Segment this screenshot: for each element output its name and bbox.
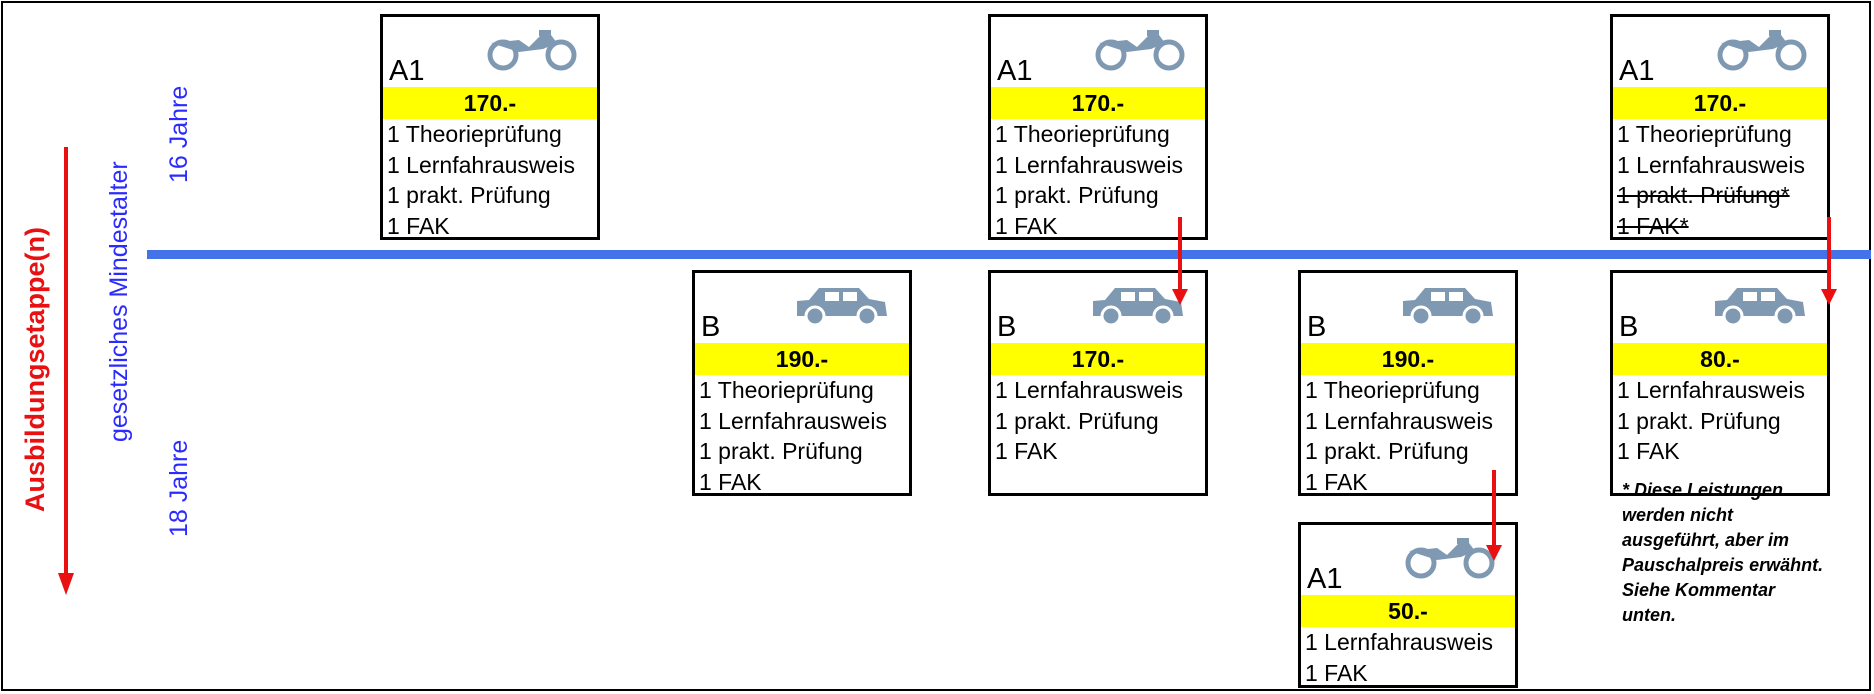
list-item: 1 Lernfahrausweis — [699, 407, 887, 434]
category-label: A1 — [1307, 563, 1343, 595]
item-list: 1 Theorieprüfung 1 Lernfahrausweis 1 prakt… — [995, 119, 1205, 241]
price-band: 170.- — [991, 343, 1205, 375]
motorcycle-icon — [1089, 27, 1189, 76]
list-item: 1 prakt. Prüfung — [995, 182, 1159, 208]
motorcycle-icon — [1711, 27, 1811, 76]
motorcycle-icon — [1399, 535, 1499, 584]
list-item: 1 Theorieprüfung — [1617, 121, 1792, 147]
list-item: 1 prakt. Prüfung — [387, 182, 551, 208]
list-item: 1 Lernfahrausweis — [1617, 151, 1805, 178]
age-divider-line — [147, 250, 1871, 259]
category-label: B — [997, 311, 1017, 343]
car-icon — [793, 283, 893, 332]
list-item: 1 Theorieprüfung — [699, 377, 874, 403]
item-list: 1 Lernfahrausweis 1 prakt. Prüfung 1 FAK — [995, 375, 1205, 467]
car-icon — [1711, 283, 1811, 332]
motorcycle-icon — [481, 27, 581, 76]
list-item: 1 FAK — [1305, 659, 1368, 686]
list-item: 1 Lernfahrausweis — [1305, 407, 1493, 434]
category-label: A1 — [1619, 55, 1655, 87]
price-band: 80.- — [1613, 343, 1827, 375]
price-band: 50.- — [1301, 595, 1515, 627]
list-item: 1 FAK — [1617, 438, 1680, 464]
list-item: 1 Theorieprüfung — [995, 121, 1170, 147]
item-list: 1 Theorieprüfung 1 Lernfahrausweis 1 prakt… — [699, 375, 909, 497]
category-label: A1 — [997, 55, 1033, 87]
price-band: 190.- — [695, 343, 909, 375]
car-icon — [1399, 283, 1499, 332]
list-item: 1 FAK* — [1617, 212, 1689, 239]
list-item: 1 prakt. Prüfung — [699, 438, 863, 464]
item-list: 1 Lernfahrausweis 1 FAK — [1305, 627, 1515, 688]
list-item: 1 Lernfahrausweis — [995, 151, 1183, 178]
list-item: 1 FAK — [995, 438, 1058, 464]
list-item: 1 FAK — [387, 212, 450, 239]
list-item: 1 Theorieprüfung — [387, 121, 562, 147]
list-item: 1 Theorieprüfung — [1305, 377, 1480, 403]
car-icon — [1089, 283, 1189, 332]
item-list: 1 Theorieprüfung 1 Lernfahrausweis 1 prakt… — [1617, 119, 1827, 241]
category-label: B — [701, 311, 721, 343]
footnote: * Diese Leistungen werden nicht ausgefüh… — [1622, 480, 1824, 625]
list-item: 1 prakt. Prüfung — [995, 407, 1159, 434]
price-band: 170.- — [383, 87, 597, 119]
price-band: 170.- — [991, 87, 1205, 119]
item-list: 1 Lernfahrausweis 1 prakt. Prüfung 1 FAK — [1617, 375, 1827, 467]
price-band: 190.- — [1301, 343, 1515, 375]
list-item: 1 Lernfahrausweis — [1305, 629, 1493, 655]
list-item: 1 Lernfahrausweis — [1617, 377, 1805, 403]
list-item: 1 prakt. Prüfung — [1305, 438, 1469, 464]
list-item: 1 FAK — [1305, 468, 1368, 495]
axis-arrow — [58, 147, 74, 595]
item-list: 1 Theorieprüfung 1 Lernfahrausweis 1 prakt… — [387, 119, 597, 241]
list-item: 1 Lernfahrausweis — [995, 377, 1183, 403]
list-item: 1 FAK — [699, 468, 762, 495]
list-item: 1 prakt. Prüfung — [1617, 407, 1781, 434]
category-label: A1 — [389, 55, 425, 87]
item-list: 1 Theorieprüfung 1 Lernfahrausweis 1 prakt… — [1305, 375, 1515, 497]
list-item: 1 prakt. Prüfung* — [1617, 182, 1790, 208]
category-label: B — [1307, 311, 1327, 343]
list-item: 1 FAK — [995, 212, 1058, 239]
category-label: B — [1619, 311, 1639, 343]
list-item: 1 Lernfahrausweis — [387, 151, 575, 178]
price-band: 170.- — [1613, 87, 1827, 119]
